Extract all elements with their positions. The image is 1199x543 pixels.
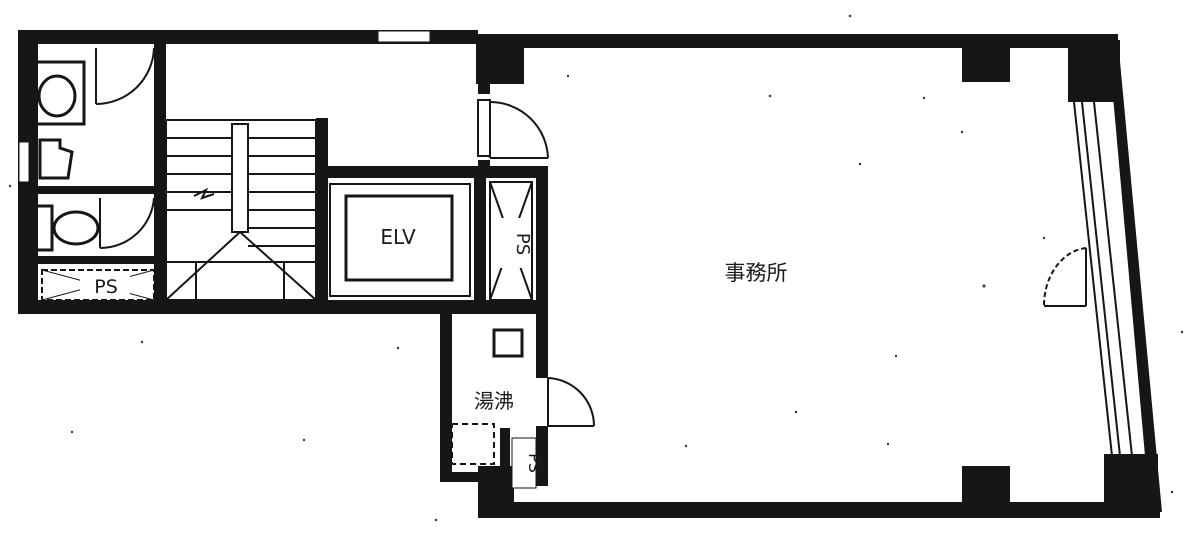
staircase — [165, 119, 317, 301]
door-swing-icon — [477, 99, 549, 159]
washbasin-icon — [32, 60, 86, 126]
ps-bottom-box — [511, 437, 537, 489]
scan-noise — [8, 14, 1184, 522]
top-window — [377, 30, 431, 43]
door-swing-icon — [95, 47, 155, 250]
ps-left-box — [41, 269, 155, 301]
door-swing-icon — [536, 377, 596, 427]
ps-left-label: PS — [94, 276, 118, 298]
right-windows — [1073, 101, 1133, 457]
kitchenette-counter — [451, 423, 495, 465]
kitchenette-fixture-icon — [492, 328, 524, 358]
door-swing-icon — [1042, 247, 1087, 307]
toilet-icon — [32, 204, 100, 252]
elevator — [329, 183, 471, 297]
ps-bottom-label: PS — [525, 453, 544, 473]
office-label: 事務所 — [725, 261, 788, 285]
left-window — [18, 141, 30, 183]
kitchenette-label: 湯沸 — [474, 389, 514, 413]
toilet-accessory-icon — [38, 138, 74, 180]
ps-center-label: PS — [512, 233, 533, 255]
elevator-label: ELV — [380, 225, 416, 249]
